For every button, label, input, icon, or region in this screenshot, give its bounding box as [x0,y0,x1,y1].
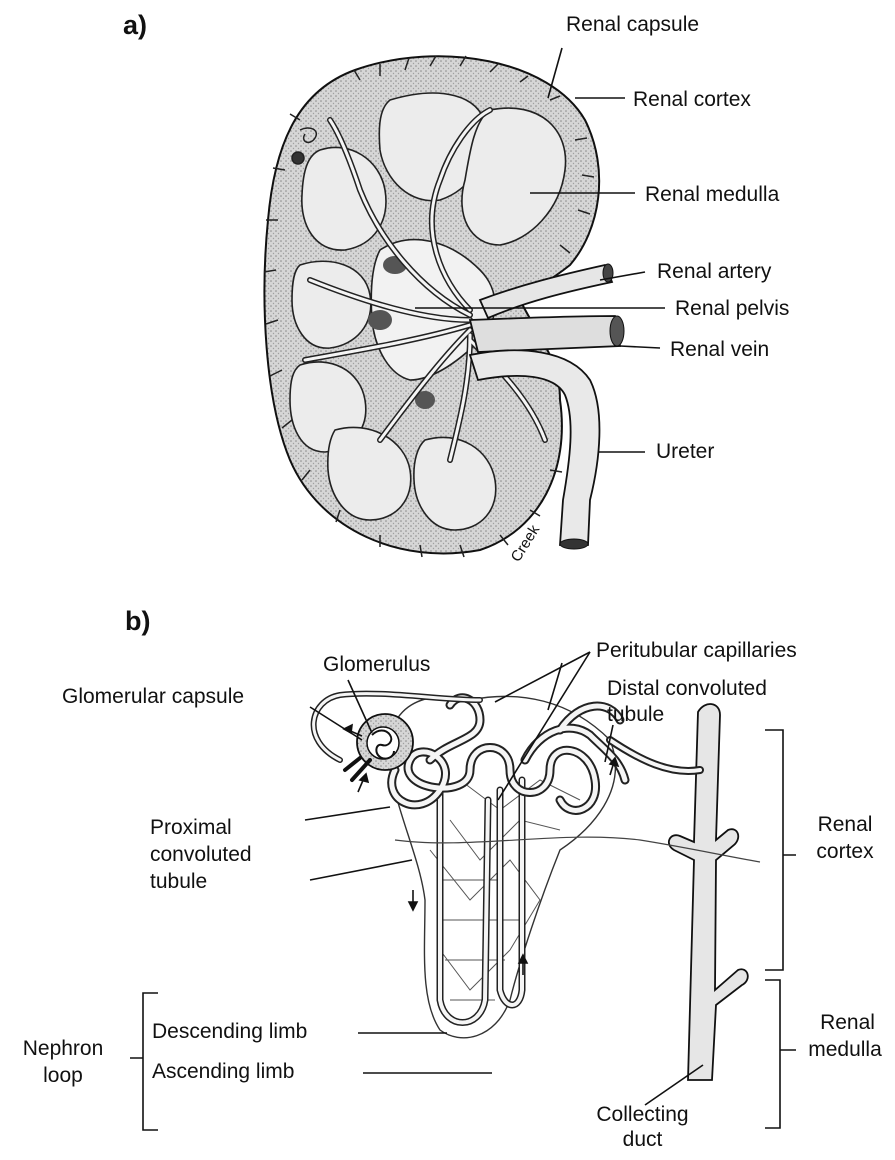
kidney-drawing [264,56,624,557]
label-renal-medulla-b-line2: medulla [795,1037,895,1062]
panel-label-b: b) [125,606,150,637]
label-renal-pelvis: Renal pelvis [675,296,789,321]
medulla-bracket [765,980,796,1128]
label-renal-artery: Renal artery [657,259,771,284]
label-ascending-limb: Ascending limb [152,1059,294,1084]
label-peritubular-capillaries: Peritubular capillaries [596,638,797,663]
label-glomerulus: Glomerulus [323,652,430,677]
panel-label-a: a) [123,10,147,41]
label-collecting-duct-line1: Collecting [580,1102,705,1127]
label-proximal-tubule-line2: convoluted [150,842,252,867]
label-glomerular-capsule: Glomerular capsule [62,684,244,709]
label-proximal-tubule-line1: Proximal [150,815,232,840]
label-nephron-loop-line1: Nephron [8,1036,118,1061]
label-renal-vein: Renal vein [670,337,769,362]
label-renal-cortex: Renal cortex [633,87,751,112]
collecting-duct-tube [669,704,748,1080]
label-renal-capsule: Renal capsule [566,12,699,37]
label-collecting-duct-line2: duct [580,1127,705,1152]
label-ureter: Ureter [656,439,714,464]
nephron-loop-tubes-highlight [440,780,522,1023]
label-distal-tubule-line2: tubule [607,702,664,727]
label-proximal-tubule-line3: tubule [150,869,207,894]
nephron-loop-tubes [440,780,522,1023]
label-renal-medulla-b-line1: Renal [800,1010,895,1035]
label-renal-cortex-b-line2: cortex [800,839,890,864]
label-renal-cortex-b-line1: Renal [800,812,890,837]
glomerulus-shape [345,714,413,780]
capillary-web [430,780,580,1000]
label-nephron-loop-line2: loop [8,1063,118,1088]
label-renal-medulla: Renal medulla [645,182,779,207]
nephron-drawing [314,694,760,1080]
label-distal-tubule-line1: Distal convoluted [607,676,767,701]
cortex-bracket [765,730,796,970]
label-descending-limb: Descending limb [152,1019,307,1044]
renal-vein-tube [470,316,620,352]
